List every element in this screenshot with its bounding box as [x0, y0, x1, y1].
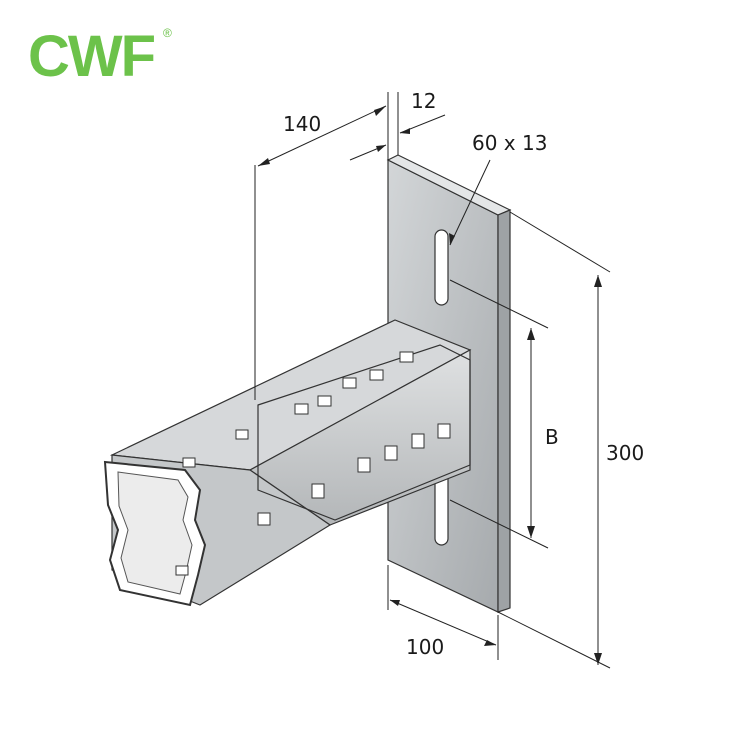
dim-300-extension-bottom: [497, 611, 611, 669]
arrow-b-bottom: [527, 526, 535, 538]
arrow-300-top: [594, 275, 602, 287]
arrow-b-top: [527, 328, 535, 340]
hole: [311, 483, 325, 499]
dimension-lines: [254, 92, 611, 669]
hole: [235, 429, 249, 440]
plate-edge-side: [497, 209, 511, 613]
brand-logo: CWF: [28, 24, 156, 89]
dim-100-line: [389, 599, 497, 646]
dim-label-slot: 60 x 13: [472, 131, 547, 155]
dim-label-b: B: [545, 425, 559, 449]
arrow-100-right: [484, 640, 496, 646]
hole: [182, 457, 196, 468]
hole: [294, 403, 309, 415]
dim-b-extension-bottom: [449, 499, 549, 549]
dim-label-300: 300: [606, 441, 644, 465]
dim-300-extension-top: [509, 211, 611, 273]
dimension-arrows: [258, 106, 602, 665]
hole: [437, 423, 451, 439]
dim-label-12: 12: [411, 89, 436, 113]
arrow-300-bottom: [594, 653, 602, 665]
hole: [384, 445, 398, 461]
strut-channel: [103, 319, 472, 607]
arrow-12-b: [400, 128, 410, 134]
dim-label-140: 140: [283, 112, 321, 136]
channel-profile-inner: [117, 471, 193, 595]
channel-bracket-body: [257, 344, 471, 521]
arrow-12-a: [376, 145, 386, 152]
hole: [175, 565, 189, 576]
dim-slot-leader: [449, 159, 491, 246]
arrow-100-left: [390, 600, 400, 606]
dim-b-extension-top: [449, 279, 549, 329]
hole: [342, 377, 357, 389]
hole: [317, 395, 332, 407]
arrow-140-left: [258, 158, 270, 166]
hole: [357, 457, 371, 473]
hole: [411, 433, 425, 449]
hole: [257, 512, 271, 526]
hole: [369, 369, 384, 381]
dim-140-line: [257, 105, 387, 167]
slot-upper: [434, 229, 449, 306]
arrow-slot: [449, 233, 455, 245]
registered-mark: ®: [163, 26, 172, 40]
arrow-140-right: [374, 106, 386, 116]
hole: [399, 351, 414, 363]
dim-label-100: 100: [406, 635, 444, 659]
channel-holes: [175, 351, 451, 576]
